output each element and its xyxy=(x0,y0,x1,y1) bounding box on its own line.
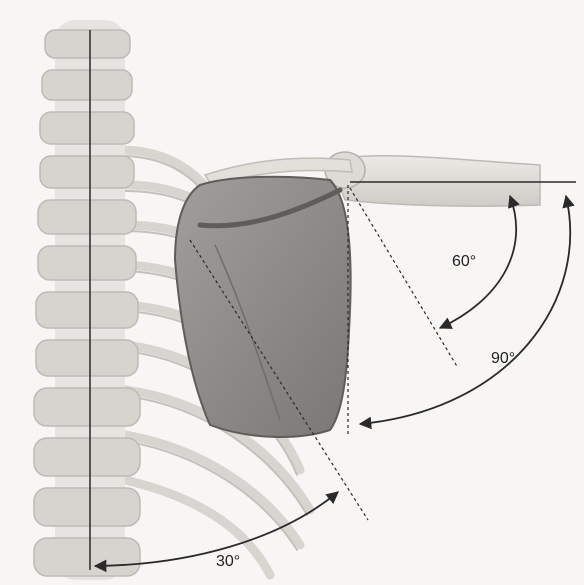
angle-60-label: 60° xyxy=(452,253,476,270)
angle-90-label: 90° xyxy=(491,350,515,367)
angle-30-label: 30° xyxy=(216,553,240,570)
scapula xyxy=(175,177,351,437)
